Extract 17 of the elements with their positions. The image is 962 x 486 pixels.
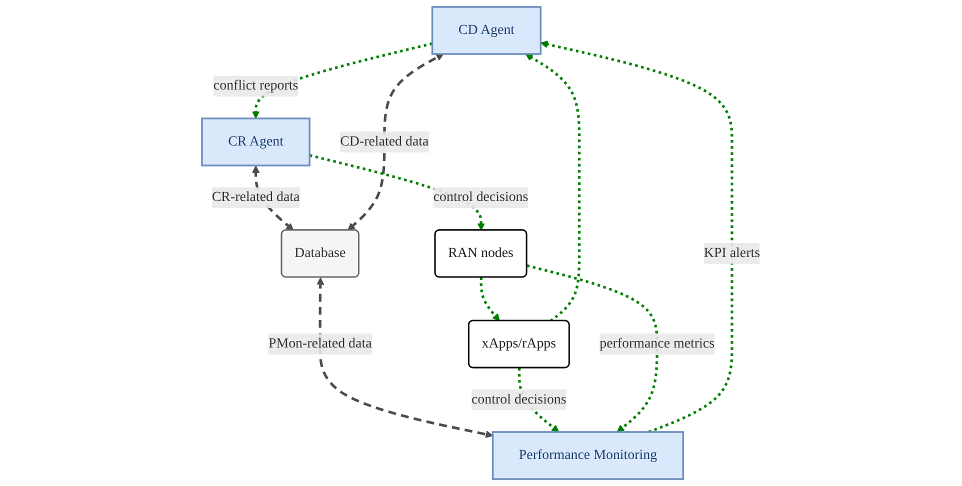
node-box: Performance Monitoring <box>492 431 684 480</box>
arrow <box>316 277 494 438</box>
edge-label: PMon-related data <box>268 336 372 351</box>
edge-label: control decisions <box>471 392 566 407</box>
arrow <box>526 264 658 432</box>
edge-label: KPI alerts <box>704 246 760 260</box>
arrow <box>480 277 500 322</box>
arrow <box>348 54 444 230</box>
edge-label: performance metrics <box>600 336 715 351</box>
arrow <box>525 54 581 322</box>
edge-label: control decisions <box>433 190 528 205</box>
node-box: CD Agent <box>431 6 542 55</box>
arrow <box>540 40 734 434</box>
edge-label: CD-related data <box>340 134 429 149</box>
node-box: CR Agent <box>201 118 310 166</box>
edge-label: conflict reports <box>213 78 298 94</box>
edge-label: CR-related data <box>212 190 300 205</box>
